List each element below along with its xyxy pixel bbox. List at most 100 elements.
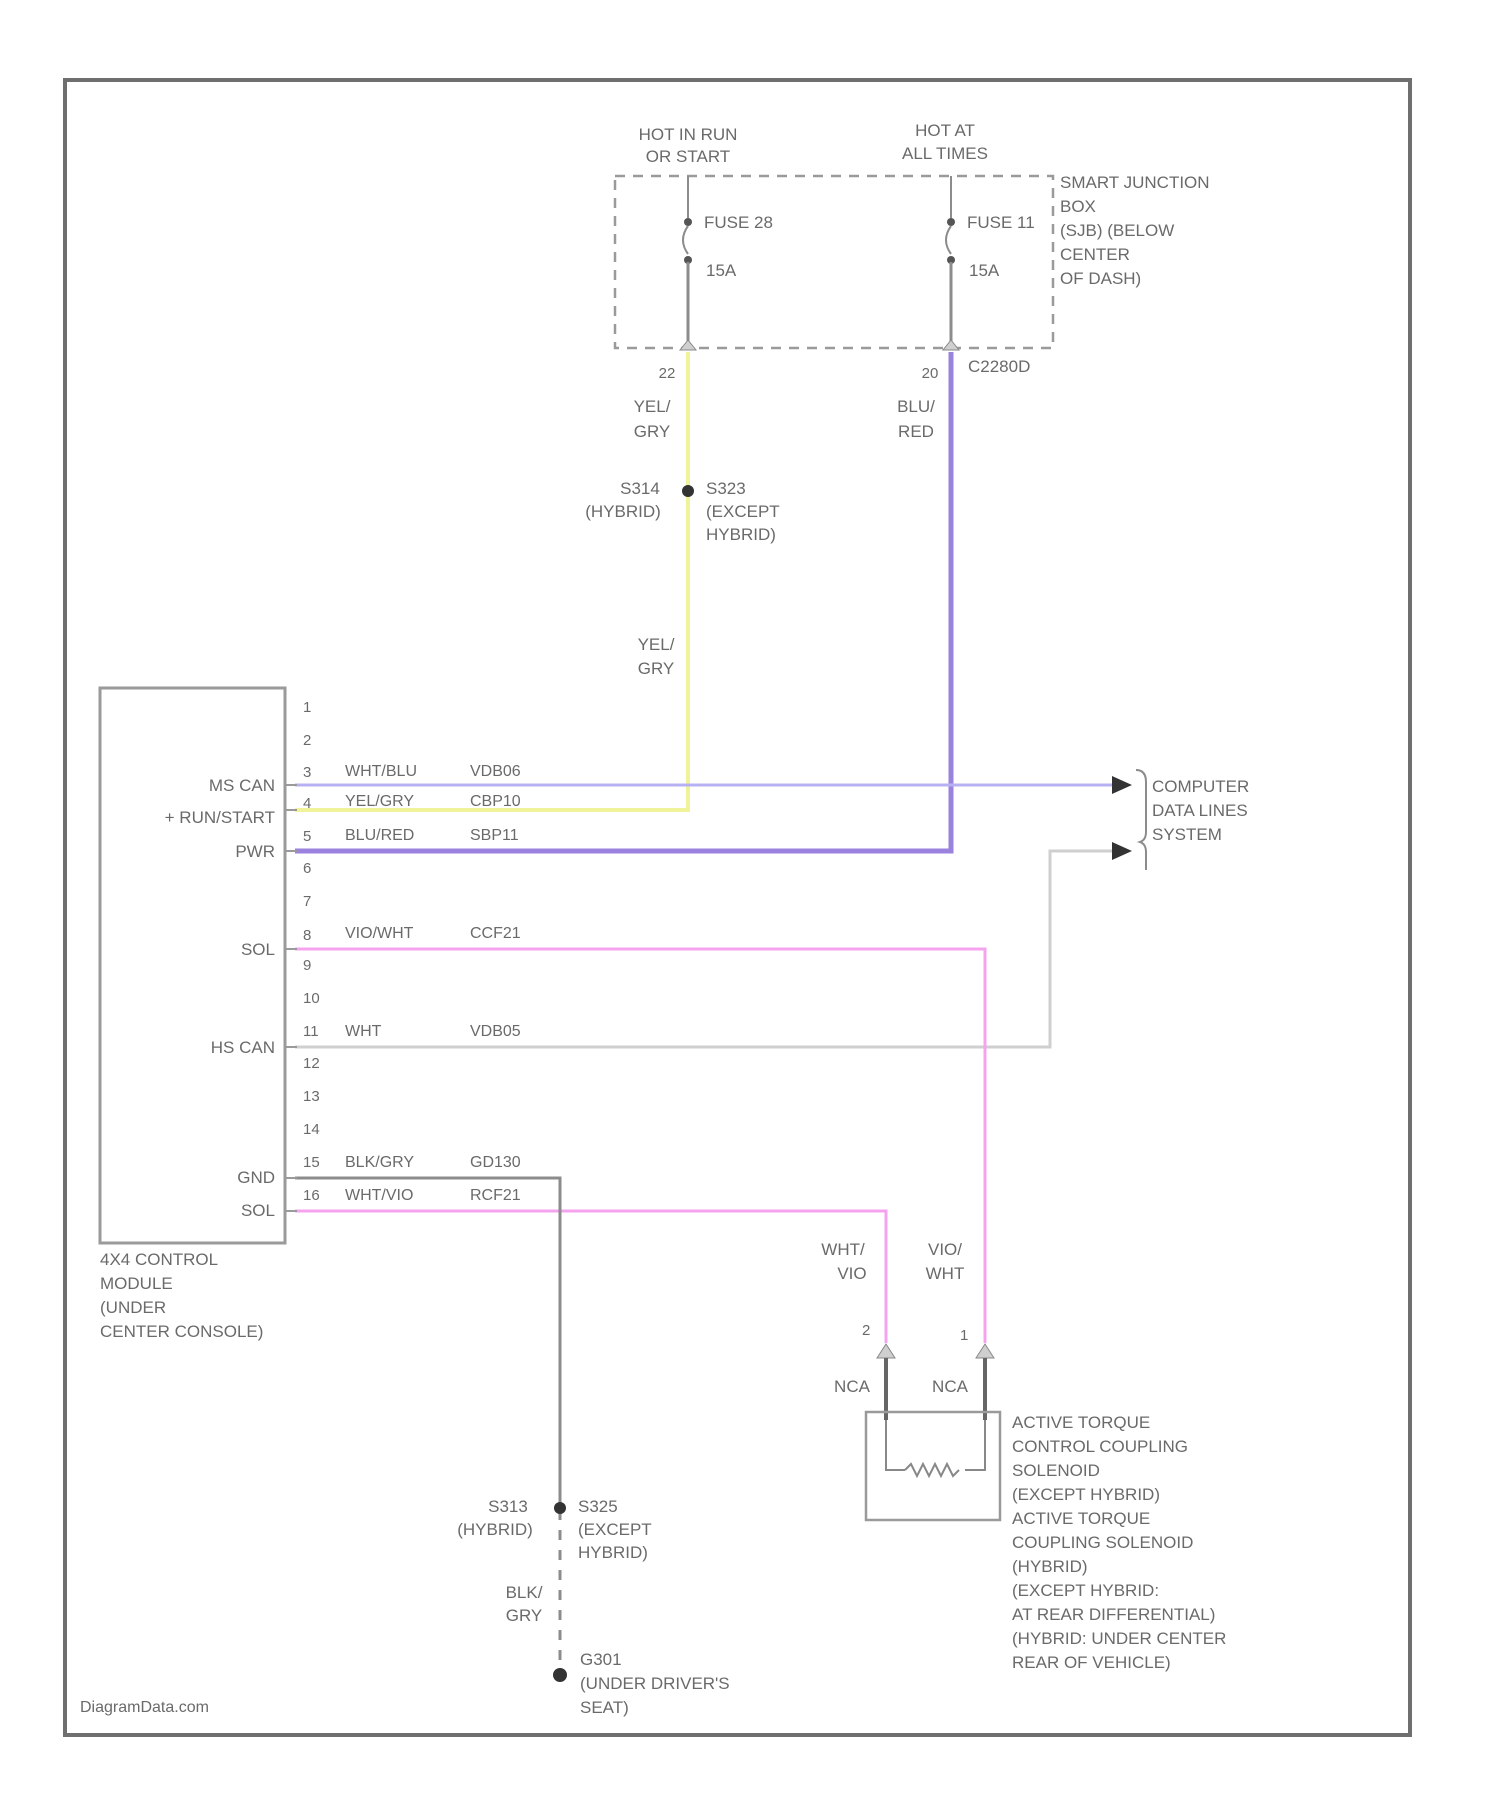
- circuit-5-color: BLU/RED: [345, 827, 414, 844]
- blk-gry-label-2: GRY: [506, 1606, 543, 1625]
- network-label-3: SYSTEM: [1152, 825, 1222, 844]
- ground-g301-label-1: G301: [580, 1650, 622, 1669]
- vio-wht-wire: [295, 949, 985, 1343]
- solenoid-pin-1-label: 1: [960, 1327, 968, 1344]
- ground-point-g301: [553, 1668, 567, 1682]
- circuit-15-code: GD130: [470, 1154, 521, 1171]
- module-pin-16: 16: [303, 1187, 320, 1204]
- wht-vio-label-1: WHT/: [821, 1240, 865, 1259]
- fuse-28-name: FUSE 28: [704, 213, 773, 232]
- splice-except-label-1: (EXCEPT: [706, 502, 780, 521]
- solenoid-label-3: SOLENOID: [1012, 1461, 1100, 1480]
- solenoid-label-9: AT REAR DIFFERENTIAL): [1012, 1605, 1215, 1624]
- fuse-11-rating: 15A: [969, 261, 1000, 280]
- module-pin-4: 4: [303, 795, 311, 812]
- solenoid-label-8: (EXCEPT HYBRID:: [1012, 1581, 1159, 1600]
- splice-s314-label: S314: [620, 479, 660, 498]
- signal-ms-can: MS CAN: [209, 776, 275, 795]
- circuit-4-color: YEL/GRY: [345, 793, 414, 810]
- hot-in-run-label-1: HOT IN RUN: [639, 125, 738, 144]
- signal-sol-a: SOL: [241, 940, 275, 959]
- wht-vio-wire: [295, 1211, 886, 1343]
- solenoid-label-6: COUPLING SOLENOID: [1012, 1533, 1193, 1552]
- solenoid-label-4: (EXCEPT HYBRID): [1012, 1485, 1160, 1504]
- signal-gnd: GND: [237, 1168, 275, 1187]
- blu-red-label-1: BLU/: [897, 397, 935, 416]
- fuse-11-symbol: [946, 226, 951, 254]
- fuse-11-terminal-top: [947, 218, 955, 226]
- signal-hs-can: HS CAN: [211, 1038, 275, 1057]
- solenoid-label-11: REAR OF VEHICLE): [1012, 1653, 1171, 1672]
- solenoid-label-7: (HYBRID): [1012, 1557, 1088, 1576]
- ground-splice-hybrid: (HYBRID): [457, 1520, 533, 1539]
- sjb-label-2: BOX: [1060, 197, 1096, 216]
- ground-splice-except-1: (EXCEPT: [578, 1520, 652, 1539]
- hot-in-run-label-2: OR START: [646, 147, 730, 166]
- circuit-16-code: RCF21: [470, 1187, 521, 1204]
- module-pin-7: 7: [303, 893, 311, 910]
- connector-pin-20: [943, 340, 959, 350]
- module-pin-3: 3: [303, 764, 311, 781]
- solenoid-coil-icon: [886, 1420, 985, 1476]
- solenoid-nca-b: NCA: [932, 1377, 969, 1396]
- watermark: DiagramData.com: [80, 1699, 209, 1716]
- circuit-15-color: BLK/GRY: [345, 1154, 414, 1171]
- connector-c2280d-label: C2280D: [968, 357, 1030, 376]
- module-label-3: (UNDER: [100, 1298, 166, 1317]
- yel-gry-lower-label-1: YEL/: [638, 635, 675, 654]
- signal-pwr: PWR: [235, 842, 275, 861]
- circuit-8-color: VIO/WHT: [345, 925, 414, 942]
- sjb-label-5: OF DASH): [1060, 269, 1141, 288]
- yel-gry-wire: [295, 352, 688, 810]
- solenoid-pin-2-connector: [877, 1344, 895, 1358]
- yel-gry-label-2: GRY: [634, 422, 671, 441]
- connector-pin-22: [680, 340, 696, 350]
- fuse-28-symbol: [683, 226, 688, 254]
- signal-sol-b: SOL: [241, 1201, 275, 1220]
- splice-s323-label: S323: [706, 479, 746, 498]
- signal-run-start: + RUN/START: [165, 808, 275, 827]
- ground-splice-s325: S325: [578, 1497, 618, 1516]
- module-label-2: MODULE: [100, 1274, 173, 1293]
- vio-wht-label-2: WHT: [926, 1264, 965, 1283]
- splice-hybrid-label: (HYBRID): [585, 502, 661, 521]
- splice-s313-s325: [554, 1502, 566, 1514]
- circuit-3-code: VDB06: [470, 763, 521, 780]
- module-pin-1: 1: [303, 699, 311, 716]
- hs-can-arrow: [1112, 842, 1132, 860]
- circuit-4-code: CBP10: [470, 793, 521, 810]
- circuit-11-color: WHT: [345, 1023, 382, 1040]
- fuse-28-rating: 15A: [706, 261, 737, 280]
- solenoid-pin-2-label: 2: [862, 1322, 870, 1339]
- wht-vio-label-2: VIO: [837, 1264, 866, 1283]
- circuit-8-code: CCF21: [470, 925, 521, 942]
- fuse-11-name: FUSE 11: [967, 213, 1035, 232]
- hot-at-all-times-label-2: ALL TIMES: [902, 144, 988, 163]
- module-pin-2: 2: [303, 732, 311, 749]
- sjb-label-3: (SJB) (BELOW: [1060, 221, 1174, 240]
- circuit-16-color: WHT/VIO: [345, 1187, 413, 1204]
- module-pin-14: 14: [303, 1121, 320, 1138]
- module-label-1: 4X4 CONTROL: [100, 1250, 218, 1269]
- solenoid-label-2: CONTROL COUPLING: [1012, 1437, 1188, 1456]
- circuit-5-code: SBP11: [470, 827, 519, 844]
- solenoid-label-10: (HYBRID: UNDER CENTER: [1012, 1629, 1226, 1648]
- yel-gry-lower-label-2: GRY: [638, 659, 675, 678]
- blk-gry-label-1: BLK/: [506, 1583, 543, 1602]
- ms-can-arrow: [1112, 776, 1132, 794]
- module-pin-12: 12: [303, 1055, 320, 1072]
- solenoid-label-1: ACTIVE TORQUE: [1012, 1413, 1150, 1432]
- ground-wire: [295, 1178, 560, 1508]
- module-pin-6: 6: [303, 860, 311, 877]
- circuit-11-code: VDB05: [470, 1023, 521, 1040]
- module-pin-5: 5: [303, 828, 311, 845]
- splice-s314-s323: [682, 485, 694, 497]
- sjb-label-4: CENTER: [1060, 245, 1130, 264]
- splice-except-label-2: HYBRID): [706, 525, 776, 544]
- ground-splice-s313: S313: [488, 1497, 528, 1516]
- blu-red-label-2: RED: [898, 422, 934, 441]
- module-pin-numbers: 1 2 3 4 5 6 7 8 9 10 11 12 13 14 15 16: [303, 699, 320, 1204]
- module-label-4: CENTER CONSOLE): [100, 1322, 263, 1341]
- solenoid-nca-a: NCA: [834, 1377, 871, 1396]
- module-pin-13: 13: [303, 1088, 320, 1105]
